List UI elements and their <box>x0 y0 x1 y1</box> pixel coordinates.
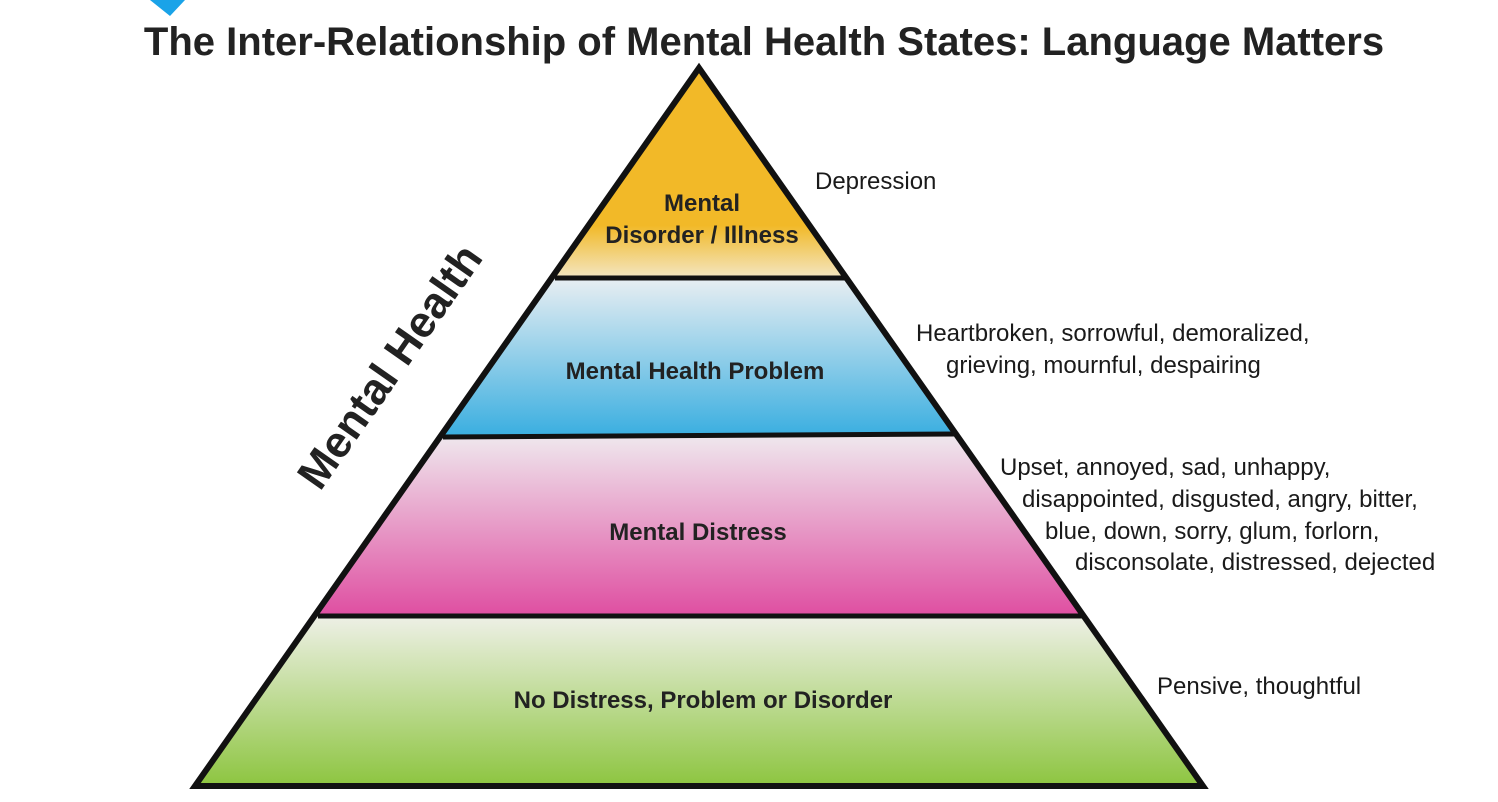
tier-label-disorder-line2: Disorder / Illness <box>605 222 798 249</box>
example-problem-line1: Heartbroken, sorrowful, demoralized, <box>916 320 1310 347</box>
example-distress-line2: disappointed, disgusted, angry, bitter, <box>1022 486 1418 513</box>
example-problem-line2: grieving, mournful, despairing <box>946 352 1261 379</box>
example-depression: Depression <box>815 168 937 195</box>
tier-label-no-distress: No Distress, Problem or Disorder <box>514 687 893 714</box>
example-distress-line1: Upset, annoyed, sad, unhappy, <box>1000 454 1331 481</box>
pyramid-outline <box>189 62 1209 789</box>
example-distress-line3: blue, down, sorry, glum, forlorn, <box>1045 518 1380 545</box>
tier-no-distress <box>195 616 1203 786</box>
divider-line <box>442 431 956 440</box>
tier-label-problem: Mental Health Problem <box>566 358 825 385</box>
tier-mental-distress <box>318 434 1083 616</box>
corner-accent-shape <box>150 0 185 16</box>
tier-mental-health-problem <box>443 278 955 437</box>
page-title: The Inter-Relationship of Mental Health … <box>143 20 1385 64</box>
tier-mental-disorder <box>555 68 848 278</box>
tier-label-distress: Mental Distress <box>609 519 786 546</box>
example-no-distress: Pensive, thoughtful <box>1157 673 1362 700</box>
tier-label-disorder-line1: Mental <box>664 190 740 217</box>
example-distress-line4: disconsolate, distressed, dejected <box>1075 549 1436 576</box>
